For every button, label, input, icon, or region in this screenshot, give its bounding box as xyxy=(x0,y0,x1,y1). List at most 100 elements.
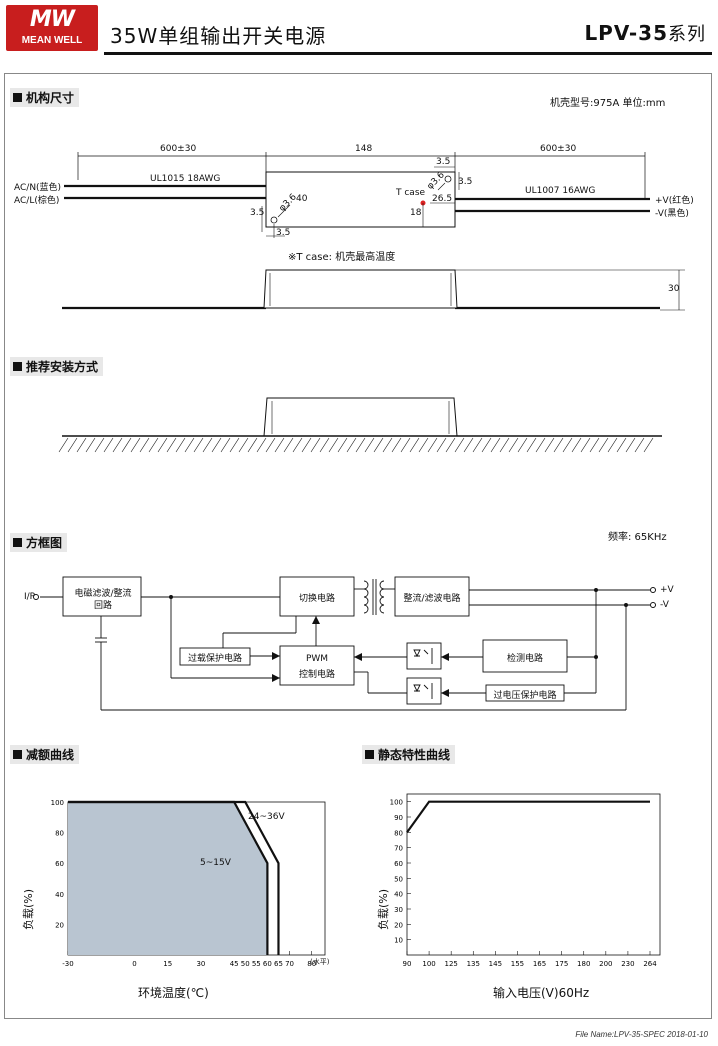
x-tick-label: 175 xyxy=(555,960,568,968)
case-info: 机壳型号:975A 单位:mm xyxy=(550,98,666,109)
y-tick-label: 40 xyxy=(394,891,403,899)
hatch-line xyxy=(499,437,510,453)
hatch-line xyxy=(337,437,348,453)
hatch-line xyxy=(94,437,105,453)
hatch-line xyxy=(202,437,213,453)
y-tick-label: 90 xyxy=(394,814,403,822)
x-tick-label: 145 xyxy=(489,960,502,968)
model-name: LPV-35 xyxy=(584,21,668,45)
case-top-view xyxy=(265,171,456,228)
y-tick-label: 70 xyxy=(394,845,403,853)
hatch-line xyxy=(382,437,393,453)
x-tick-label: 90 xyxy=(403,960,412,968)
hatch-line xyxy=(184,437,195,453)
hatch-line xyxy=(220,437,231,453)
hatch-line xyxy=(472,437,483,453)
y-tick-label: 60 xyxy=(394,860,403,868)
wire-left-label: UL1015 18AWG xyxy=(150,174,221,184)
y-tick-label: 100 xyxy=(51,799,64,807)
series-24-36v-line xyxy=(68,800,280,955)
surface-hatching xyxy=(58,437,654,453)
hatch-line xyxy=(256,437,267,453)
section-square-icon xyxy=(13,538,22,547)
hatch-line xyxy=(166,437,177,453)
hatch-line xyxy=(436,437,447,453)
section-square-icon xyxy=(13,93,22,102)
document-frame xyxy=(4,73,712,1019)
hatch-line xyxy=(112,437,123,453)
ac-l-label: AC/L(棕色) xyxy=(14,196,60,206)
hatch-line xyxy=(634,437,645,453)
x-tick-label: -30 xyxy=(62,960,73,968)
hatch-line xyxy=(418,437,429,453)
hatch-line xyxy=(364,437,375,453)
dim-3-5-right-horiz: 3.5 xyxy=(436,157,451,167)
hatch-line xyxy=(247,437,258,453)
hatch-line xyxy=(274,437,285,453)
hatch-line xyxy=(85,437,96,453)
derating-x-unit: (水平) xyxy=(310,958,330,966)
hatch-line xyxy=(607,437,618,453)
hatch-line xyxy=(463,437,474,453)
box-optocoupler-2 xyxy=(406,677,442,705)
dim-body-height: 40 xyxy=(296,194,308,204)
logo-mw-mark: MW xyxy=(29,7,75,32)
plot-frame xyxy=(406,793,661,956)
y-tick-label: 10 xyxy=(394,937,403,945)
switching-frequency: 频率: 65KHz xyxy=(608,532,667,543)
dim-right-wire: 600±30 xyxy=(540,144,577,154)
x-tick-label: 155 xyxy=(511,960,524,968)
page-title: 35W单组输出开关电源 xyxy=(110,24,327,48)
box-pwm xyxy=(279,645,355,686)
x-tick-label: 165 xyxy=(533,960,546,968)
hatch-line xyxy=(328,437,339,453)
x-tick-label: 15 xyxy=(163,960,172,968)
dim-18: 18 xyxy=(410,208,422,218)
hatch-line xyxy=(625,437,636,453)
derating-xlabel: 环境温度(℃) xyxy=(138,986,209,1000)
derating-curve-a-label: 24~36V xyxy=(248,812,285,822)
y-tick-label: 20 xyxy=(394,921,403,929)
series-5-15v-area xyxy=(68,802,268,955)
emi-label-1: 电磁滤波/整流 xyxy=(74,589,132,599)
box-optocoupler-1 xyxy=(406,642,442,670)
ac-n-label: AC/N(蓝色) xyxy=(14,183,62,193)
hatch-line xyxy=(319,437,330,453)
y-tick-label: 100 xyxy=(390,799,403,807)
x-tick-label: 125 xyxy=(444,960,457,968)
hatch-line xyxy=(643,437,654,453)
x-tick-label: 200 xyxy=(599,960,612,968)
hatch-line xyxy=(526,437,537,453)
mount-hole-right xyxy=(444,175,452,183)
hatch-line xyxy=(346,437,357,453)
x-tick-label: 55 xyxy=(252,960,261,968)
hatch-line xyxy=(391,437,402,453)
dim-3-5-left-vert: 3.5 xyxy=(250,208,265,218)
hatch-line xyxy=(229,437,240,453)
dim-body-length: 148 xyxy=(355,144,373,154)
section-block-diagram: 方框图 xyxy=(10,533,68,552)
ovp-label: 过电压保护电路 xyxy=(493,691,557,701)
hatch-line xyxy=(211,437,222,453)
hatch-line xyxy=(355,437,366,453)
model-title: LPV-35系列 xyxy=(584,20,706,46)
section-square-icon xyxy=(13,362,22,371)
section-mounting-title: 推荐安装方式 xyxy=(26,360,99,374)
hatch-line xyxy=(310,437,321,453)
hatch-line xyxy=(409,437,420,453)
pwm-label-2: 控制电路 xyxy=(298,670,335,680)
hatch-line xyxy=(562,437,573,453)
dim-side-height: 30 xyxy=(668,284,680,294)
box-rectifier xyxy=(394,576,470,617)
dim-3-5-right-vert: 3.5 xyxy=(458,177,473,187)
vminus-label: -V(黑色) xyxy=(655,209,689,219)
tcase-note: ※T case: 机壳最高温度 xyxy=(288,252,396,263)
x-tick-label: 30 xyxy=(196,960,205,968)
tcase-point-label: T case xyxy=(396,188,426,198)
emi-label-2: 回路 xyxy=(93,601,112,611)
hatch-line xyxy=(283,437,294,453)
hatch-line xyxy=(427,437,438,453)
x-tick-label: 70 xyxy=(285,960,294,968)
